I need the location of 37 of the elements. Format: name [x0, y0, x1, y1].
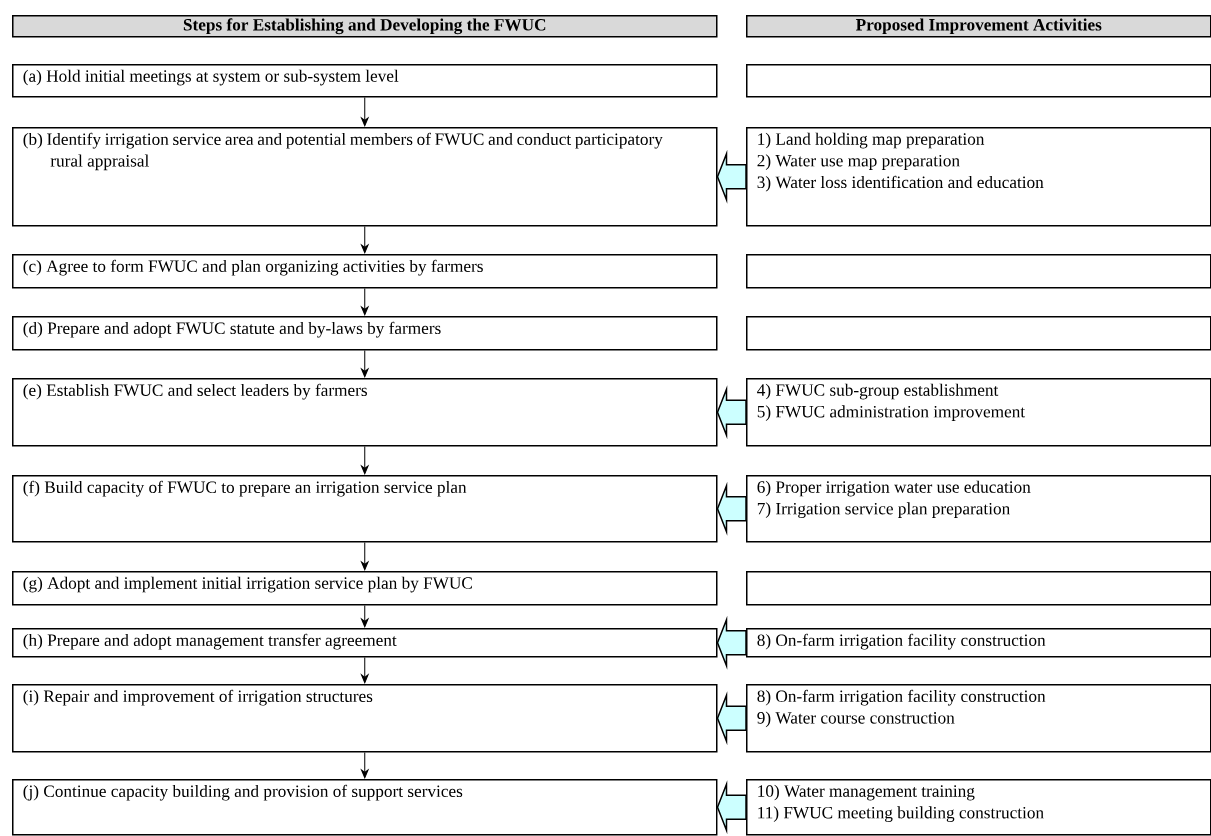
- block-arrow: [716, 780, 747, 835]
- empty-box: [746, 316, 1211, 351]
- arrow: [361, 752, 369, 779]
- arrow: [361, 657, 369, 684]
- arrow: [361, 350, 369, 378]
- step-box: (a) Hold initial meetings at system or sub-system level: [12, 64, 718, 98]
- step-box: (c) Agree to form FWUC and plan organizing activities by farmers: [12, 254, 718, 289]
- arrow: [361, 446, 369, 475]
- empty-box: [746, 254, 1211, 289]
- step-box: (d) Prepare and adopt FWUC statute and by-laws by farmers: [12, 316, 718, 351]
- step-box: (h) Prepare and adopt management transfer agreement: [12, 628, 718, 658]
- activity-box: 8) On-farm irrigation facility construction: [746, 628, 1211, 658]
- block-arrow: [716, 481, 747, 536]
- column-header: Steps for Establishing and Developing the FWUC: [12, 15, 718, 38]
- step-box: (b) Identify irrigation service area and potential members of FWUC and conduct participatory rural appraisal: [12, 127, 718, 227]
- step-box: (j) Continue capacity building and provision of support services: [12, 779, 718, 836]
- arrow: [361, 288, 369, 316]
- step-box: (g) Adopt and implement initial irrigation service plan by FWUC: [12, 571, 718, 606]
- arrow: [361, 605, 369, 628]
- empty-box: [746, 64, 1211, 98]
- block-arrow: [716, 615, 747, 670]
- step-box: (f) Build capacity of FWUC to prepare an irrigation service plan: [12, 475, 718, 543]
- arrow: [361, 97, 369, 127]
- arrow: [361, 226, 369, 254]
- activity-box: 10) Water management training 11) FWUC meeting building construction: [746, 779, 1211, 836]
- empty-box: [746, 571, 1211, 606]
- step-box: (e) Establish FWUC and select leaders by farmers: [12, 378, 718, 447]
- activity-box: 6) Proper irrigation water use education 7) Irrigation service plan preparation: [746, 475, 1211, 543]
- activity-box: 8) On-farm irrigation facility construction 9) Water course construction: [746, 684, 1211, 753]
- block-arrow: [716, 149, 747, 204]
- activity-box: 4) FWUC sub-group establishment 5) FWUC administration improvement: [746, 378, 1211, 447]
- arrow: [361, 542, 369, 571]
- block-arrow: [716, 385, 747, 440]
- block-arrow: [716, 691, 747, 746]
- step-box: (i) Repair and improvement of irrigation structures: [12, 684, 718, 753]
- activity-box: 1) Land holding map preparation 2) Water use map preparation 3) Water loss identification and education: [746, 127, 1211, 227]
- column-header: Proposed Improvement Activities: [746, 15, 1211, 38]
